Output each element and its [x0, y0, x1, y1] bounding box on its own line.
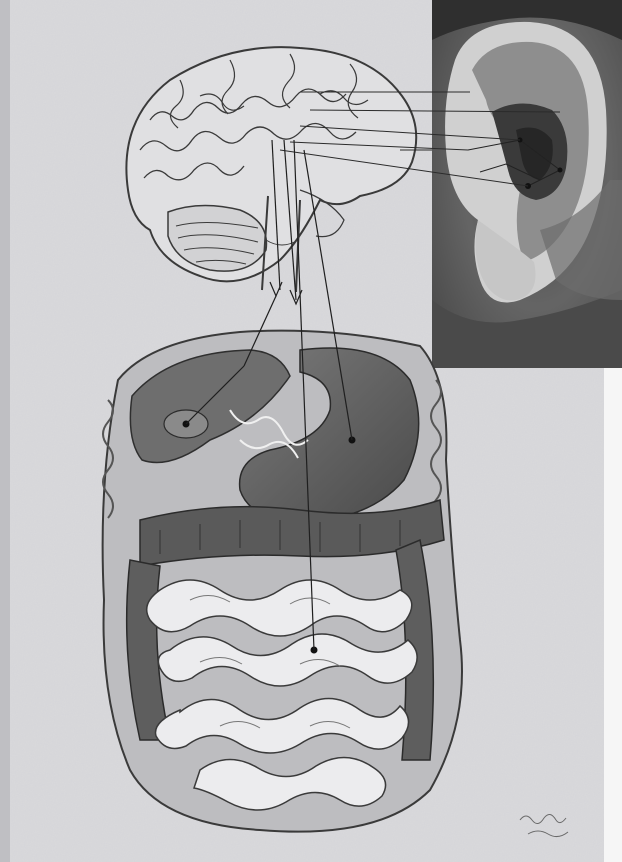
ear-photograph	[432, 0, 622, 368]
abdominal-organs-illustration	[103, 331, 462, 832]
page-edge-left	[0, 0, 10, 862]
page-edge-right	[604, 368, 622, 862]
